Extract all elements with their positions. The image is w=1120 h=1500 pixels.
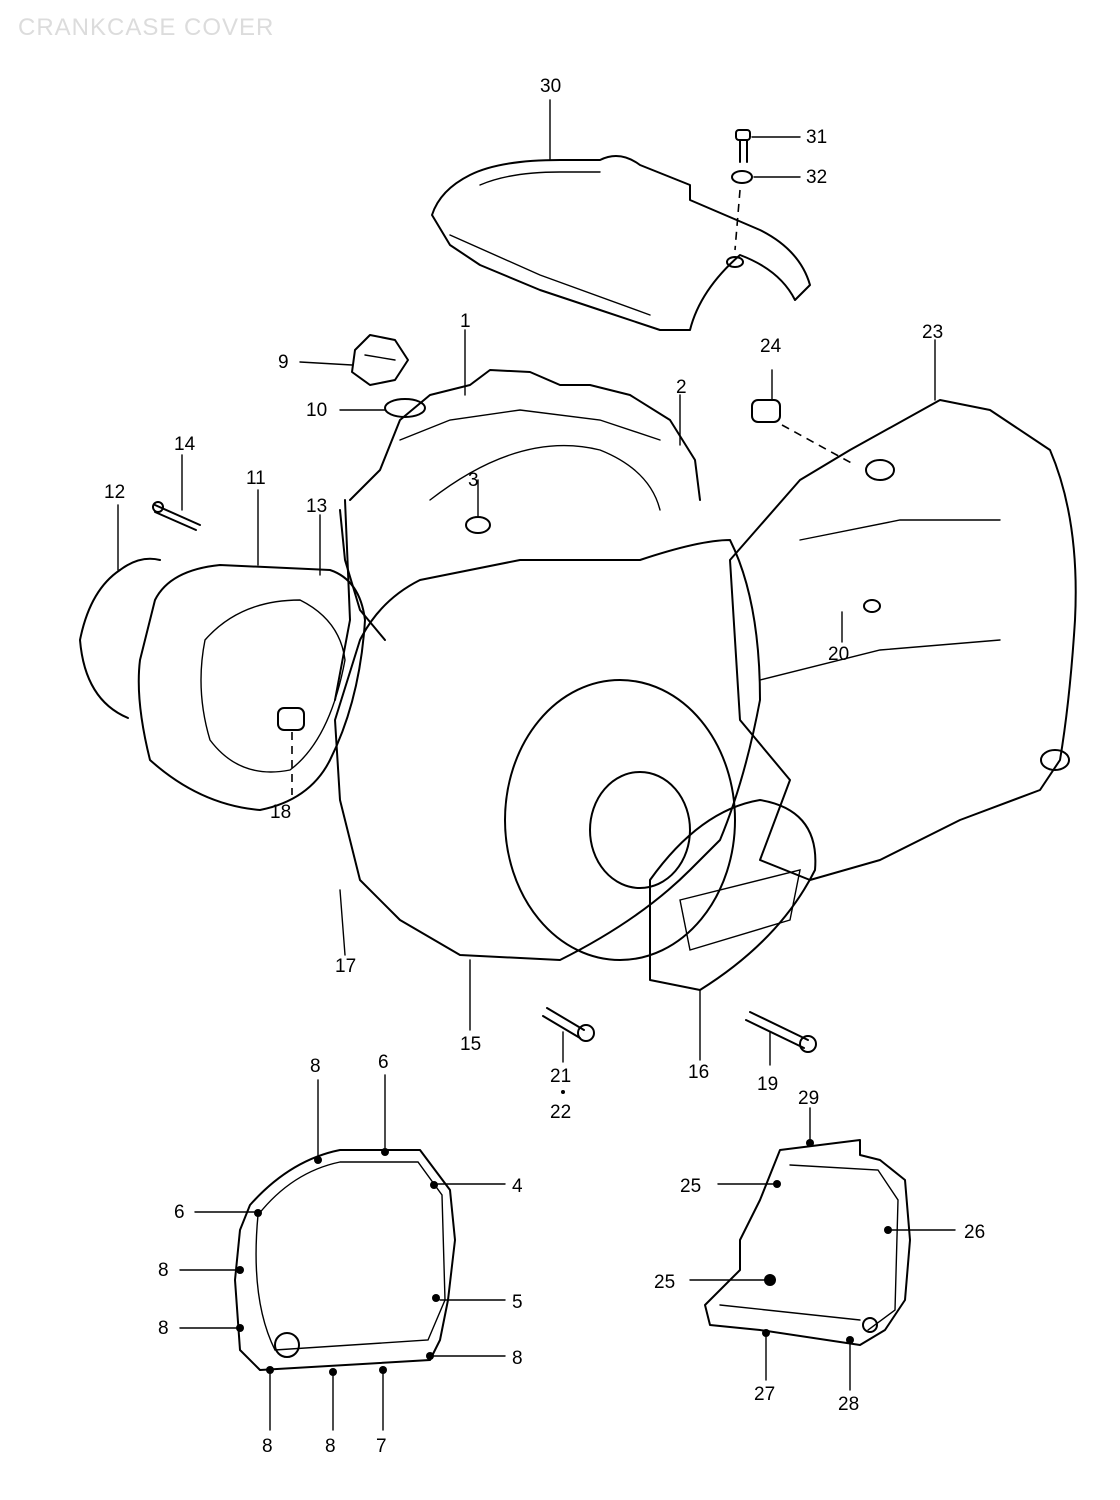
part-23-side-cover <box>729 339 1077 881</box>
part-14-bolt <box>152 454 201 531</box>
label-31: 31 <box>806 127 827 148</box>
diagram-title: CRANKCASE COVER <box>18 14 275 41</box>
label-6-left: 6 <box>174 1202 185 1223</box>
part-20-screw <box>841 599 881 643</box>
gasket-leaders <box>179 1074 506 1431</box>
label-19: 19 <box>757 1074 778 1095</box>
part-31-bolt <box>735 129 801 163</box>
part-9-filler-cap <box>299 334 409 386</box>
label-16: 16 <box>688 1062 709 1083</box>
label-11: 11 <box>246 468 266 489</box>
label-4: 4 <box>512 1176 523 1197</box>
part-11-ring-cover <box>137 489 366 811</box>
label-8-bottom-a: 8 <box>262 1436 273 1457</box>
label-8-right: 8 <box>512 1348 523 1369</box>
gasket-lower-left <box>179 1074 506 1431</box>
part-19-bolt <box>745 1011 817 1066</box>
label-24: 24 <box>760 336 782 357</box>
label-12: 12 <box>104 482 125 503</box>
label-30: 30 <box>540 76 561 97</box>
label-32: 32 <box>806 167 827 188</box>
part-24-dowel <box>751 369 856 466</box>
label-1: 1 <box>460 311 471 332</box>
label-29: 29 <box>798 1088 819 1109</box>
label-9: 9 <box>278 352 289 373</box>
label-5: 5 <box>512 1292 523 1313</box>
label-22: 22 <box>550 1102 571 1123</box>
label-6-top: 6 <box>378 1052 389 1073</box>
label-28: 28 <box>838 1394 859 1415</box>
label-27: 27 <box>754 1384 775 1405</box>
part-10-o-ring <box>339 398 426 418</box>
part-1-2-crankcase-body <box>334 329 701 701</box>
label-8-top: 8 <box>310 1056 321 1077</box>
part-32-washer <box>731 170 801 251</box>
label-25-lower: 25 <box>654 1272 675 1293</box>
part-16-emblem-cover <box>649 799 817 1061</box>
label-14: 14 <box>174 434 196 455</box>
part-30-top-cover <box>431 99 811 331</box>
gasket-holes <box>236 1148 440 1376</box>
part-labels: 30 31 32 1 2 3 9 10 14 12 11 13 18 17 15… <box>104 76 985 1457</box>
label-18: 18 <box>270 802 291 823</box>
label-7: 7 <box>376 1436 387 1457</box>
label-25-top: 25 <box>680 1176 701 1197</box>
part-18-dowel <box>277 707 305 795</box>
label-10: 10 <box>306 400 327 421</box>
label-17: 17 <box>335 956 356 977</box>
part-12-cover-cap <box>79 504 161 719</box>
label-8-left-lower: 8 <box>158 1318 169 1339</box>
part-21-bolt <box>542 1007 595 1063</box>
label-26: 26 <box>964 1222 985 1243</box>
gasket-lower-right <box>689 1107 956 1391</box>
label-15: 15 <box>460 1034 481 1055</box>
label-23: 23 <box>922 322 943 343</box>
label-13: 13 <box>306 496 327 517</box>
label-8-left-upper: 8 <box>158 1260 169 1281</box>
label-8-bottom-b: 8 <box>325 1436 336 1457</box>
label-3: 3 <box>468 470 479 491</box>
label-2: 2 <box>676 377 687 398</box>
part-15-generator-cover <box>334 539 761 1031</box>
label-20: 20 <box>828 644 849 665</box>
label-21: 21 <box>550 1066 571 1087</box>
